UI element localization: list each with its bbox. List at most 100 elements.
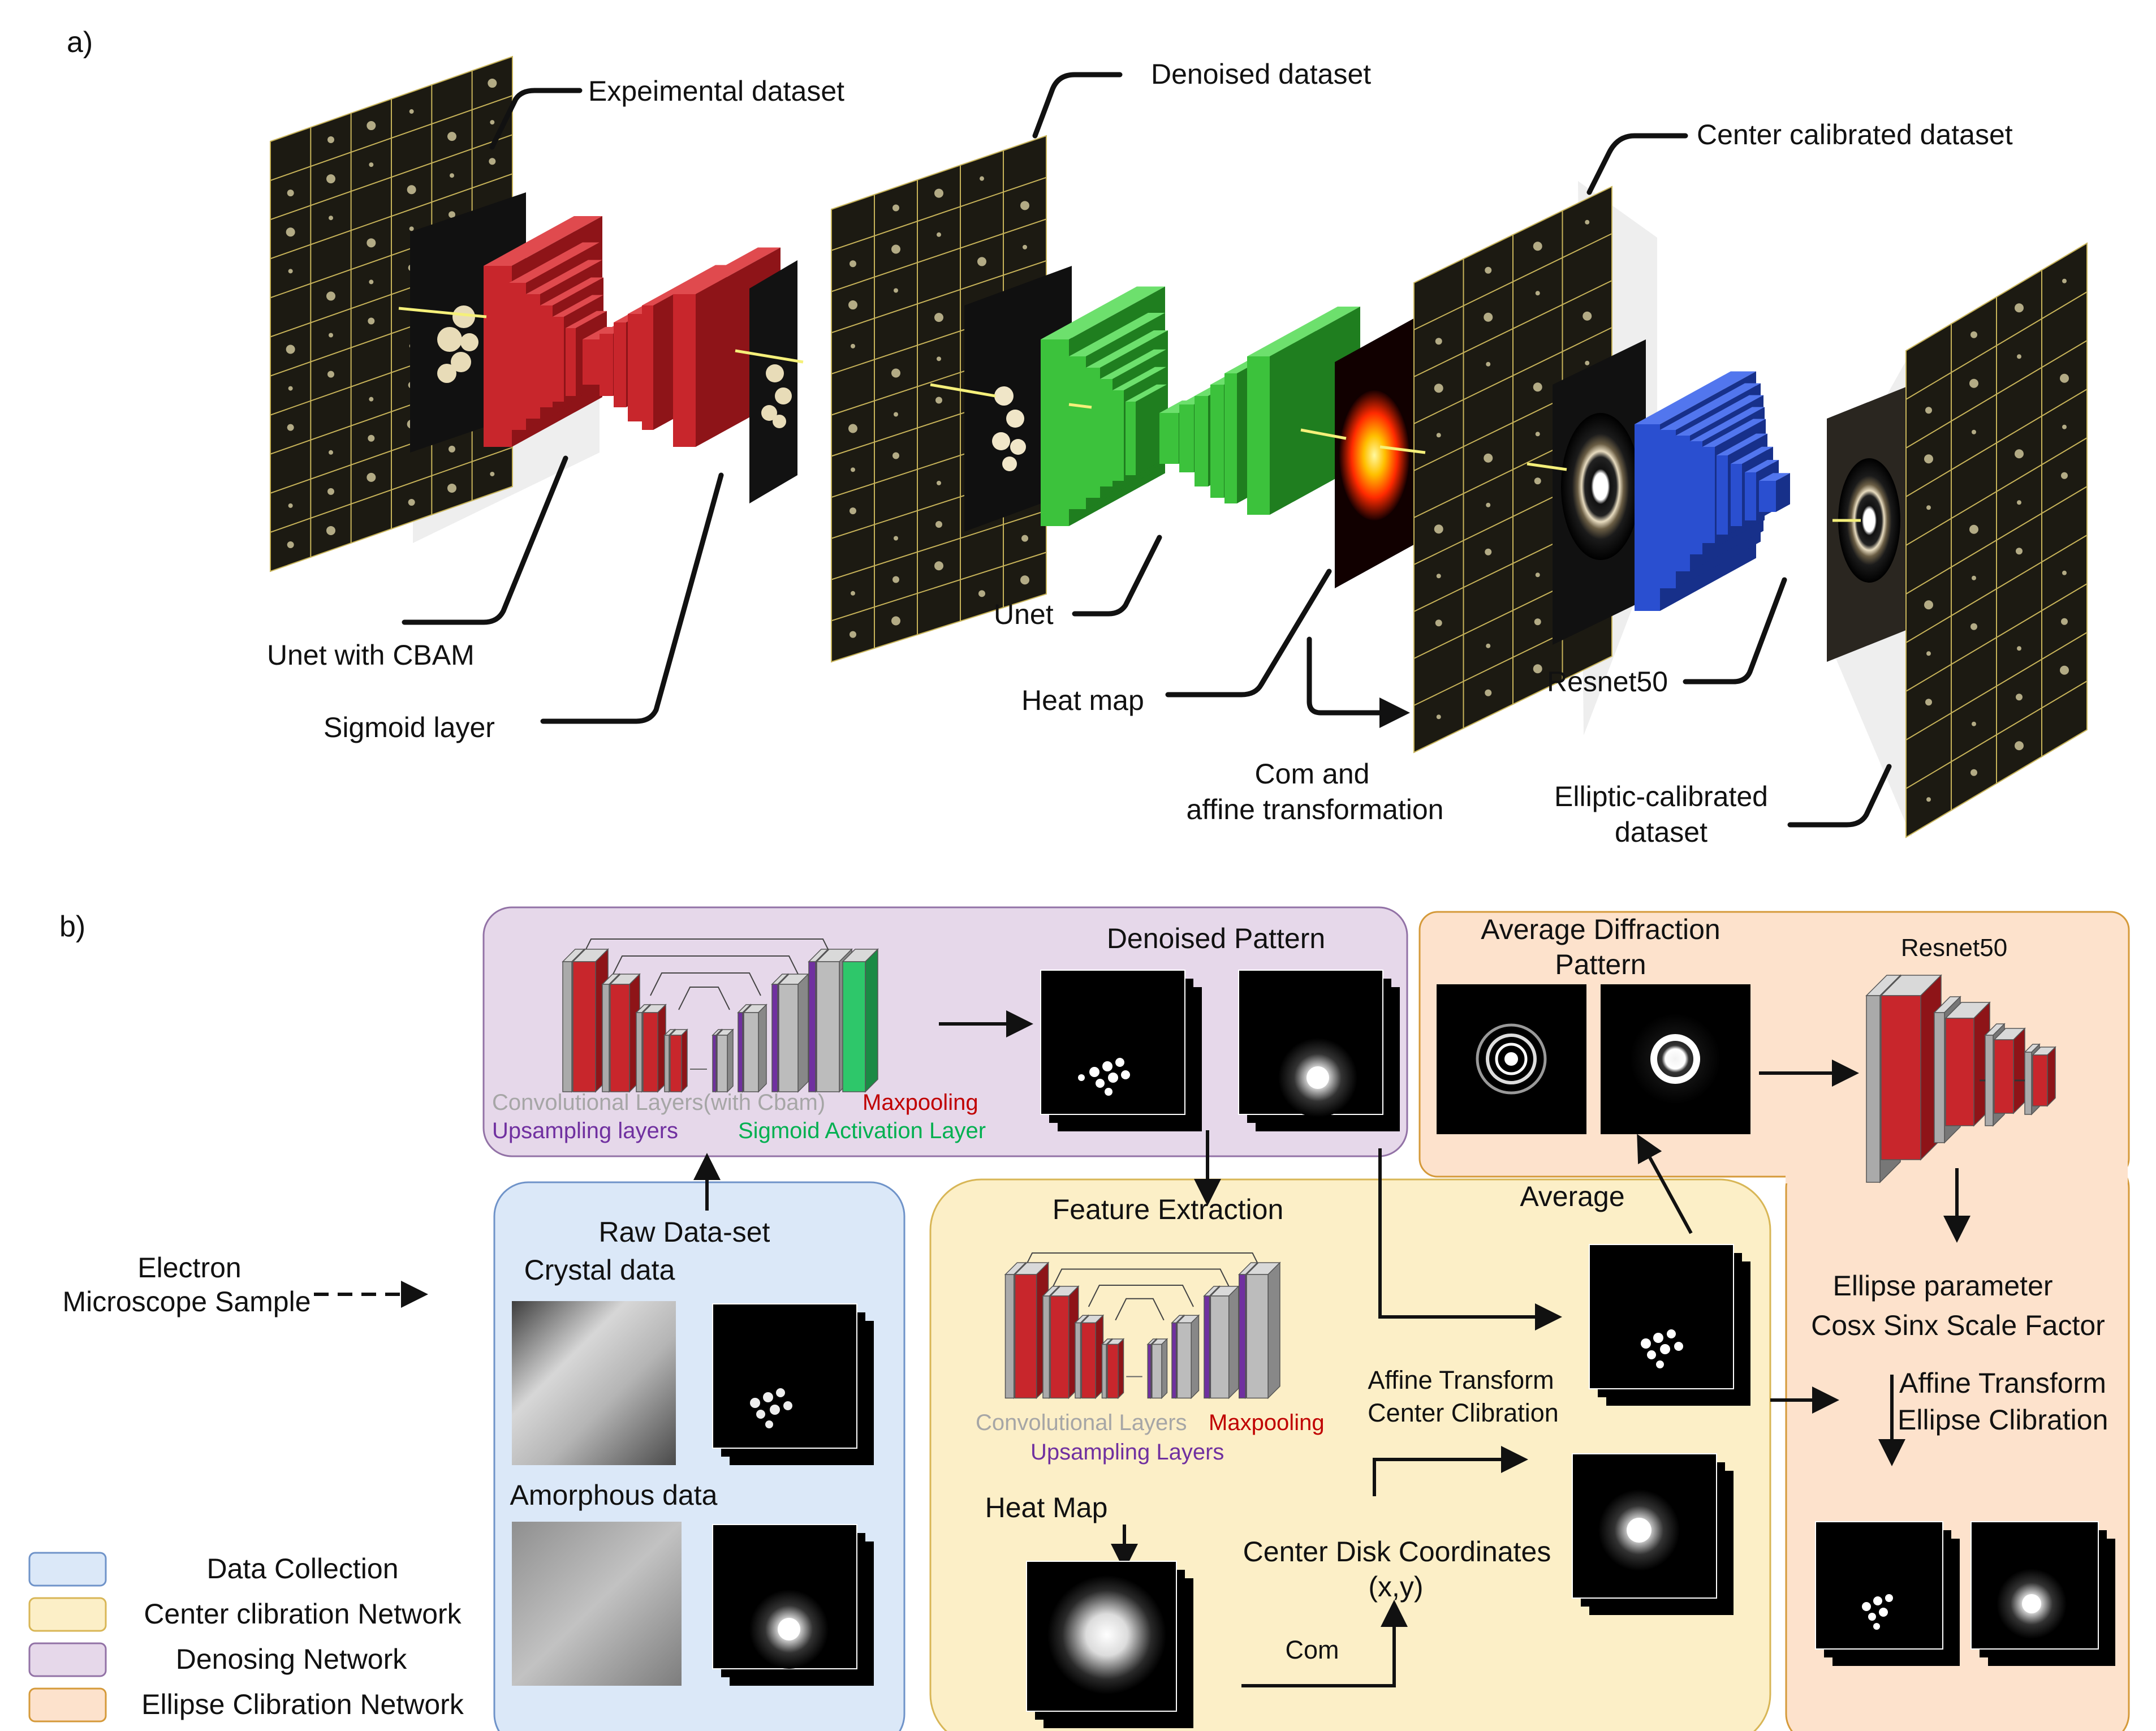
slab-side (1161, 1338, 1168, 1400)
diffraction-spot (1021, 535, 1028, 542)
diffraction-spot (2060, 665, 2069, 675)
avg-pattern-line2: Pattern (1555, 949, 1646, 980)
amorphous-micrograph (512, 1522, 682, 1686)
diffraction-spot (366, 472, 376, 482)
layer-top (1745, 460, 1779, 472)
layer-top (1676, 395, 1763, 436)
diffraction-spot (1534, 477, 1541, 485)
diffraction-spot (286, 345, 295, 354)
slab-front (1004, 1274, 1015, 1399)
legend-maxpooling: Maxpooling (863, 1090, 978, 1115)
layer-top (1041, 286, 1165, 339)
layer-front (614, 322, 626, 407)
slab-front (1075, 1322, 1081, 1399)
layer-top (1731, 446, 1773, 464)
label-elliptic-line1: Elliptic-calibrated (1554, 781, 1768, 812)
diffraction-spot (1970, 769, 1977, 776)
diffraction-spot (1533, 664, 1542, 674)
ellipse-param-line1: Ellipse parameter (1832, 1270, 2052, 1302)
diffraction-spot (329, 216, 333, 221)
layer-top (509, 242, 600, 283)
diffraction-spot (894, 536, 898, 541)
center-heat-map-stack (1026, 1561, 1193, 1728)
diffraction-spot (326, 526, 335, 535)
diffraction-spot (848, 300, 857, 310)
layer-front (540, 305, 553, 407)
leader-experimental (489, 88, 583, 150)
grid-line (831, 218, 1047, 292)
slab-front (1934, 1012, 1945, 1143)
diffraction-spot (288, 503, 293, 508)
layer-top (1635, 371, 1756, 424)
label-experimental: Expeimental dataset (588, 75, 844, 107)
diffraction-spot (1434, 524, 1443, 534)
diffraction-spot (850, 507, 856, 515)
diffraction-spot (1485, 266, 1492, 274)
layer-front (1660, 430, 1676, 588)
amorphous-data-label: Amorphous data (510, 1479, 718, 1511)
legend-label: Ellipse Clibration Network (141, 1689, 464, 1720)
diffraction-spot (449, 211, 455, 218)
resnet50-diagram (1865, 974, 2056, 1183)
grid-line (1905, 340, 2088, 449)
diffraction-spot (1924, 454, 1933, 464)
diffraction-spot (1436, 433, 1441, 438)
diffraction-spot (369, 162, 374, 167)
diffraction-spot (286, 227, 295, 237)
avg-pattern-line1: Average Diffraction (1481, 914, 1720, 945)
layer-side (1136, 384, 1167, 475)
diffraction-spot (2016, 548, 2023, 555)
diffraction-spot (1023, 244, 1027, 249)
slab-side (2013, 1027, 2025, 1114)
average-crystal-stack (1589, 1244, 1750, 1406)
layer-front (1676, 436, 1690, 571)
diffraction-spot (891, 244, 900, 254)
arrow-com (1241, 1600, 1408, 1687)
slab-front (1204, 1295, 1210, 1399)
com-label: Com (1285, 1635, 1339, 1664)
arrow-com-affine (1306, 636, 1410, 728)
grid-line (1413, 233, 1612, 330)
layer-top (1086, 330, 1168, 368)
skip-connection (1115, 1298, 1165, 1321)
label-unet-cbam: Unet with CBAM (267, 639, 475, 671)
diffraction-spot (368, 317, 375, 325)
leader-sigmoid (540, 472, 724, 724)
slab-front (1081, 1322, 1096, 1399)
diffraction-spot (490, 471, 495, 476)
diffraction-spot (329, 333, 333, 338)
panel-b-letter: b) (59, 910, 85, 943)
slab-front (670, 1035, 682, 1092)
diffraction-spot (1926, 651, 1931, 656)
label-center-calibrated: Center calibrated dataset (1697, 119, 2013, 150)
layer-front (484, 266, 512, 447)
legend-swatch (28, 1597, 107, 1632)
slab-front (738, 1012, 743, 1092)
label-elliptic-line2: dataset (1615, 816, 1707, 848)
label-com-line1: Com and (1255, 758, 1370, 790)
diffraction-spot (1585, 360, 1590, 365)
layer-top (484, 216, 602, 266)
diffraction-spot (1926, 505, 1931, 510)
sigmoid-output-spots (761, 364, 792, 428)
diffraction-spot (1972, 575, 1976, 580)
slab-front (1985, 1035, 1994, 1126)
label-resnet: Resnet50 (1547, 666, 1668, 697)
legend-upsampling: Upsampling layers (492, 1118, 678, 1143)
diffraction-spot (937, 356, 941, 361)
raw-dataset-title: Raw Data-set (599, 1216, 770, 1248)
diffraction-spot (369, 279, 374, 285)
amorphous-raw-stack (712, 1524, 874, 1686)
arrow-to-avg-pattern (1637, 1134, 1693, 1234)
layer-top (526, 260, 602, 294)
grid-line (1905, 583, 2088, 692)
diffraction-spot (891, 368, 900, 378)
grid-line (270, 134, 513, 221)
label-sigmoid: Sigmoid layer (324, 712, 495, 743)
slab-front (1210, 1295, 1230, 1399)
slab-side (681, 1028, 688, 1093)
elliptic-pattern-ring (1838, 458, 1900, 583)
layer-front (1745, 472, 1756, 520)
layer-top (1247, 307, 1360, 356)
